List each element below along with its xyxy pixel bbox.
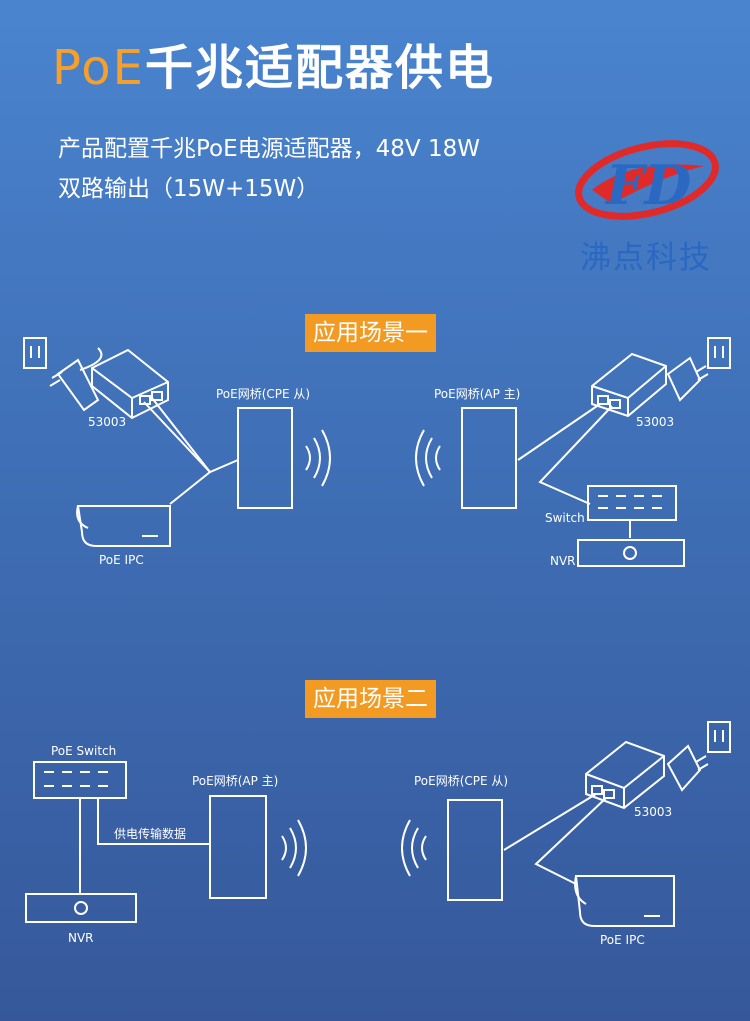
bridge-cpe-device [237,407,293,509]
scene1-tag: 应用场景一 [305,314,436,352]
cable-adapter-to-cpe [503,793,597,851]
cable-adapter-to-switch [538,405,613,505]
scene2-diagram: PoE Switch 供电传输数据 NVR PoE网桥(AP 主) PoE网桥(… [25,721,731,947]
poe-switch-label: PoE Switch [51,744,116,758]
bridge-cpe-label: PoE网桥(CPE 从) [216,387,310,401]
poe-adapter-icon [585,740,665,810]
right-adapter-label: 53003 [636,415,674,429]
subtitle-line2: 双路输出（15W+15W） [58,176,320,202]
wifi-signal-icon [401,819,427,877]
bridge-cpe-label: PoE网桥(CPE 从) [414,774,508,788]
title-rest: 千兆适配器供电 [144,40,495,96]
adapter-label: 53003 [634,805,672,819]
subtitle-line1: 产品配置千兆PoE电源适配器，48V 18W [58,136,480,162]
wall-socket-icon [23,337,47,369]
bridge-ap-device [461,407,517,509]
wifi-signal-icon [305,429,331,487]
wifi-signal-icon [415,429,441,487]
nvr-label: NVR [68,931,94,945]
bridge-ap-device [209,795,267,899]
network-switch-icon [33,761,127,799]
ip-camera-icon [574,875,675,927]
data-link-label: 供电传输数据 [114,826,186,841]
title-accent: PoE [52,40,145,96]
nvr-icon [25,893,137,923]
scene2-tag: 应用场景二 [305,680,436,718]
cable-adapter-to-camera [169,471,211,505]
logo-letters: FD [604,153,691,217]
camera-label: PoE IPC [600,933,645,947]
cable-adapter-to-ap [517,403,601,461]
nvr-label: NVR [550,554,576,568]
scene1-diagram: 53003 PoE网桥(CPE 从) PoE IPC PoE网桥(AP 主) [23,337,731,568]
camera-label: PoE IPC [99,553,144,567]
bridge-cpe-device [447,799,503,901]
power-plug-icon [49,347,103,412]
poe-adapter-icon [91,348,169,420]
poe-adapter-icon [591,352,667,418]
wall-socket-icon [707,721,731,753]
page-title: PoE千兆适配器供电 [52,38,495,98]
wall-socket-icon [707,337,731,369]
brand-name: 沸点科技 [580,240,712,276]
bridge-ap-label: PoE网桥(AP 主) [434,387,520,401]
cable-adapter-to-camera [534,797,607,885]
wifi-signal-icon [281,819,307,877]
power-plug-icon [666,744,709,792]
cable-adapter-to-cpe [143,401,239,474]
brand-logo: FD [575,140,719,220]
ip-camera-icon [76,505,171,547]
bridge-ap-label: PoE网桥(AP 主) [192,774,278,788]
left-adapter-label: 53003 [88,415,126,429]
power-plug-icon [666,356,709,402]
nvr-icon [577,539,685,567]
cable-switch-to-ap [97,798,210,845]
switch-label: Switch [545,511,585,525]
network-switch-icon [587,485,677,521]
